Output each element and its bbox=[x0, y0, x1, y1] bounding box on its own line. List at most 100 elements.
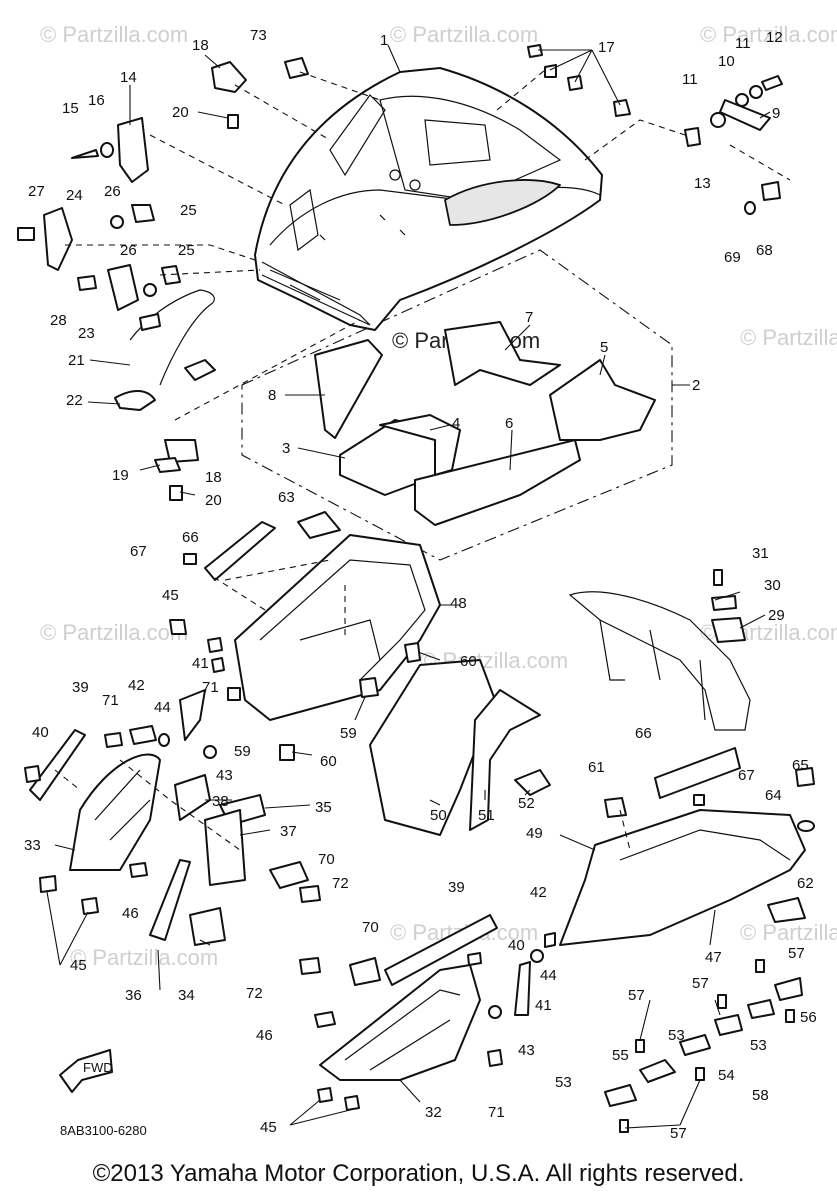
callout: 67 bbox=[130, 543, 147, 560]
callout: 51 bbox=[478, 807, 495, 824]
callout: 46 bbox=[122, 905, 139, 922]
callout: 9 bbox=[772, 105, 780, 122]
callout: 37 bbox=[280, 823, 297, 840]
callout: 5 bbox=[600, 339, 608, 356]
callout: 45 bbox=[162, 587, 179, 604]
callout: 45 bbox=[70, 957, 87, 974]
callout: 7 bbox=[525, 309, 533, 326]
callout: 41 bbox=[535, 997, 552, 1014]
callout: 20 bbox=[172, 104, 189, 121]
callout: 6 bbox=[505, 415, 513, 432]
watermark: © Partzilla.com bbox=[740, 325, 837, 350]
callout: 69 bbox=[724, 249, 741, 266]
right-parts bbox=[559, 569, 815, 946]
callout: 38 bbox=[212, 793, 229, 810]
drawing-code: 8AB3100-6280 bbox=[60, 1123, 147, 1138]
callout: 58 bbox=[752, 1087, 769, 1104]
callout: 20 bbox=[205, 492, 222, 509]
callout: 60 bbox=[460, 653, 477, 670]
callout: 55 bbox=[612, 1047, 629, 1064]
callout: 54 bbox=[718, 1067, 735, 1084]
callout: 29 bbox=[768, 607, 785, 624]
callout: 42 bbox=[530, 884, 547, 901]
callout: 71 bbox=[488, 1104, 505, 1121]
callout: 66 bbox=[182, 529, 199, 546]
callout: 57 bbox=[628, 987, 645, 1004]
callout: 19 bbox=[112, 467, 129, 484]
damper-set bbox=[314, 321, 656, 526]
watermark: © Partzilla.com bbox=[740, 920, 837, 945]
bottom-right-parts bbox=[604, 959, 803, 1133]
callout: 52 bbox=[518, 795, 535, 812]
callout: 71 bbox=[202, 679, 219, 696]
middle-parts bbox=[169, 511, 551, 836]
upper-right-parts bbox=[527, 44, 783, 215]
callout: 8 bbox=[268, 387, 276, 404]
callout: 34 bbox=[178, 987, 195, 1004]
callout: 2 bbox=[692, 377, 700, 394]
callout: 49 bbox=[526, 825, 543, 842]
callout: 73 bbox=[250, 27, 267, 44]
fwd-arrow-icon: FWD bbox=[59, 1049, 113, 1093]
callout: 65 bbox=[792, 757, 809, 774]
callout: 21 bbox=[68, 352, 85, 369]
callout: 67 bbox=[738, 767, 755, 784]
callout: 16 bbox=[88, 92, 105, 109]
callout: 59 bbox=[340, 725, 357, 742]
callout: 24 bbox=[66, 187, 83, 204]
callout: 43 bbox=[518, 1042, 535, 1059]
callout: 26 bbox=[104, 183, 121, 200]
callout: 4 bbox=[452, 415, 460, 432]
callout: 39 bbox=[72, 679, 89, 696]
callout: 44 bbox=[540, 967, 557, 984]
callout: 63 bbox=[278, 489, 295, 506]
callout: 1 bbox=[380, 32, 388, 49]
callout: 59 bbox=[234, 743, 251, 760]
callout: 18 bbox=[192, 37, 209, 54]
callout: 57 bbox=[692, 975, 709, 992]
callout: 31 bbox=[752, 545, 769, 562]
callout: 40 bbox=[508, 937, 525, 954]
callout: 12 bbox=[766, 29, 783, 46]
callout: 70 bbox=[318, 851, 335, 868]
callout: 28 bbox=[50, 312, 67, 329]
watermark: © Partzilla.com bbox=[390, 22, 538, 47]
callout: 50 bbox=[430, 807, 447, 824]
callout: 70 bbox=[362, 919, 379, 936]
callout: 10 bbox=[718, 53, 735, 70]
copyright-notice: ©2013 Yamaha Motor Corporation, U.S.A. A… bbox=[92, 1160, 745, 1187]
callout: 35 bbox=[315, 799, 332, 816]
watermark: © Partzilla.com bbox=[40, 22, 188, 47]
callout: 45 bbox=[260, 1119, 277, 1136]
callout: 26 bbox=[120, 242, 137, 259]
callout: 14 bbox=[120, 69, 137, 86]
callout: 40 bbox=[32, 724, 49, 741]
callout: 3 bbox=[282, 440, 290, 457]
leader-lines bbox=[46, 44, 771, 1129]
callout: 13 bbox=[694, 175, 711, 192]
callout: 62 bbox=[797, 875, 814, 892]
callout: 46 bbox=[256, 1027, 273, 1044]
callout: 53 bbox=[668, 1027, 685, 1044]
install-lines bbox=[54, 69, 791, 851]
callout: 27 bbox=[28, 183, 45, 200]
callout: 53 bbox=[750, 1037, 767, 1054]
watermarks: © Partzilla.com © Partzilla.com © Partzi… bbox=[40, 22, 837, 970]
assembly-boundary bbox=[241, 249, 673, 561]
callout: 48 bbox=[450, 595, 467, 612]
callout: 11 bbox=[682, 71, 698, 88]
callout: 22 bbox=[66, 392, 83, 409]
upper-left-parts bbox=[17, 57, 309, 501]
callout: 11 bbox=[735, 35, 751, 52]
left-lower-parts bbox=[24, 657, 321, 946]
callout-numbers: 1 2 3 4 5 6 7 8 9 10 11 11 12 13 14 15 1… bbox=[24, 27, 817, 1142]
callout: 25 bbox=[180, 202, 197, 219]
watermark: © Partzilla.com bbox=[40, 620, 188, 645]
callout: 57 bbox=[788, 945, 805, 962]
callout: 30 bbox=[764, 577, 781, 594]
callout: 42 bbox=[128, 677, 145, 694]
callout: 53 bbox=[555, 1074, 572, 1091]
callout: 60 bbox=[320, 753, 337, 770]
callout: 47 bbox=[705, 949, 722, 966]
callout: 33 bbox=[24, 837, 41, 854]
